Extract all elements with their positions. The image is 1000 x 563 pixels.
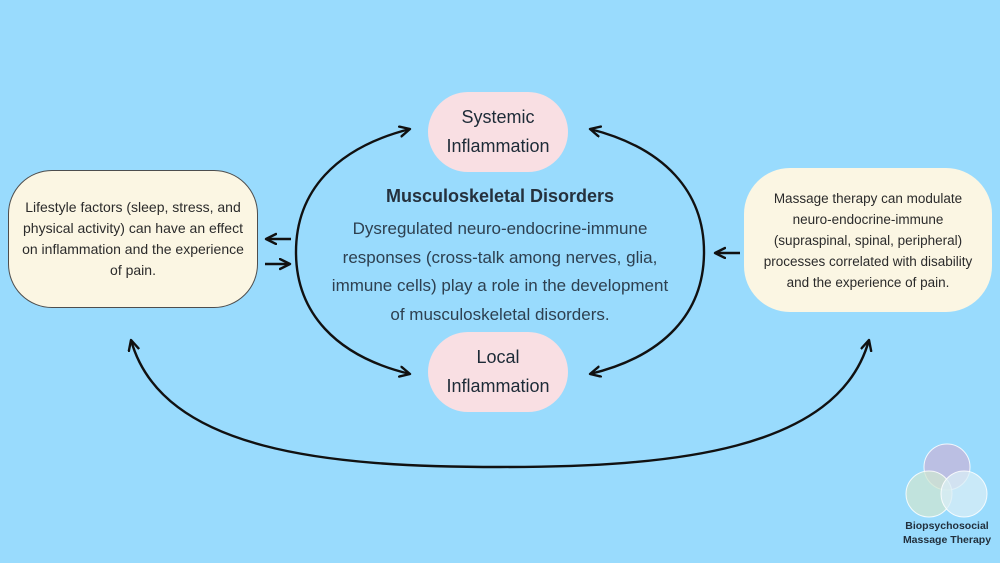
curve-bottom-to-massage-arrow — [499, 340, 869, 469]
systemic-inflammation-line1: Systemic — [461, 107, 535, 127]
center-description-line: Dysregulated neuro-endocrine-immune — [352, 219, 648, 238]
arc-right-to-systemic-arrow — [590, 129, 706, 253]
logo-wordmark-line1: Biopsychosocial — [905, 520, 989, 532]
local-inflammation-line1: Local — [476, 347, 520, 367]
massage-therapy-line: Massage therapy can modulate — [773, 190, 963, 206]
curve-bottom-to-lifestyle-arrow — [131, 340, 501, 469]
local-inflammation-node: Local Inflammation — [428, 332, 568, 412]
local-inflammation-line2: Inflammation — [446, 376, 550, 396]
center-description-line: responses (cross-talk among nerves, glia… — [342, 247, 658, 267]
massage-therapy-line: (supraspinal, spinal, peripheral) — [773, 232, 963, 248]
systemic-inflammation-line2: Inflammation — [446, 136, 550, 156]
arc-right-to-local-arrow — [590, 251, 706, 374]
logo-wordmark-line2: Massage Therapy — [902, 534, 992, 546]
arc-left-to-local-arrow — [294, 251, 410, 374]
lifestyle-factors-line: Lifestyle factors (sleep, stress, and — [25, 199, 241, 215]
logo-venn-icon — [905, 443, 988, 518]
center-description-line: of musculoskeletal disorders. — [390, 304, 610, 324]
massage-therapy-line: and the experience of pain. — [786, 274, 950, 290]
arc-left-to-systemic-arrow — [294, 129, 410, 253]
massage-therapy-line: processes correlated with disability — [763, 253, 973, 269]
massage-therapy-box: Massage therapy can modulate neuro-endoc… — [744, 168, 992, 312]
logo-wordmark: Biopsychosocial Massage Therapy — [887, 519, 1000, 547]
massage-therapy-line: neuro-endocrine-immune — [792, 211, 944, 227]
center-description: Dysregulated neuro-endocrine-immune resp… — [300, 215, 700, 329]
musculoskeletal-disorders-block: Musculoskeletal Disorders Dysregulated n… — [300, 183, 700, 329]
lifestyle-factors-line: of pain. — [110, 262, 156, 278]
lifestyle-factors-box: Lifestyle factors (sleep, stress, and ph… — [8, 170, 258, 308]
lifestyle-factors-line: physical activity) can have an effect — [23, 220, 243, 236]
systemic-inflammation-node: Systemic Inflammation — [428, 92, 568, 172]
center-description-line: immune cells) play a role in the develop… — [331, 276, 669, 295]
lifestyle-factors-line: on inflammation and the experience — [22, 241, 244, 257]
center-title: Musculoskeletal Disorders — [385, 186, 615, 206]
